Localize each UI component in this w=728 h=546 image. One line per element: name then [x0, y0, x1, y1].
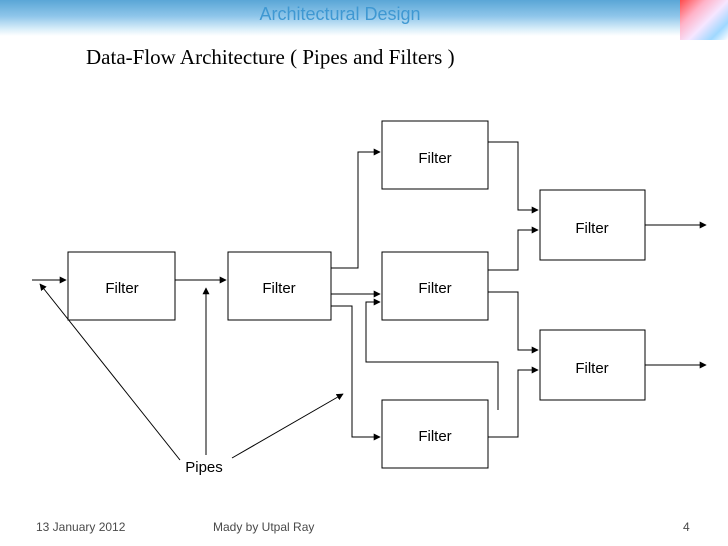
filter-label: Filter: [418, 428, 451, 445]
page-number: 4: [683, 520, 690, 534]
filter-label: Filter: [262, 280, 295, 297]
filter-box-4: Filter: [381, 251, 489, 321]
pipe-f3-f6: [488, 141, 539, 214]
filter-label: Filter: [418, 150, 451, 167]
pipe-f4-f7: [488, 291, 539, 354]
filter-box-6: Filter: [539, 189, 646, 261]
pipe-f5-f7: [488, 366, 539, 438]
filter-label: Filter: [575, 360, 608, 377]
footer-author: Mady by Utpal Ray: [213, 520, 315, 534]
header-bar: [0, 0, 728, 36]
pipe-f4-f6: [488, 226, 539, 271]
filter-label: Filter: [105, 280, 138, 297]
pipes-pointer-right: [231, 393, 344, 459]
corner-decoration: [680, 0, 728, 40]
header-title: Architectural Design: [259, 4, 421, 24]
slide-heading: Data-Flow Architecture ( Pipes and Filte…: [86, 45, 455, 69]
pipes-pointer-left: [39, 283, 181, 461]
filter-box-5: Filter: [381, 399, 489, 469]
filter-label: Filter: [575, 220, 608, 237]
filter-box-2: Filter: [227, 251, 332, 321]
pipe-f2-f5: [331, 305, 381, 441]
filter-label: Filter: [418, 280, 451, 297]
pipe-f5-f4-feedback: [365, 298, 499, 410]
filter-box-1: Filter: [67, 251, 176, 321]
filter-box-7: Filter: [539, 329, 646, 401]
footer-date: 13 January 2012: [36, 520, 126, 534]
pipe-f2-f3: [331, 148, 381, 269]
filter-box-3: Filter: [381, 120, 489, 190]
pipe-connectors: [32, 141, 707, 461]
pipes-label: Pipes: [185, 459, 223, 476]
